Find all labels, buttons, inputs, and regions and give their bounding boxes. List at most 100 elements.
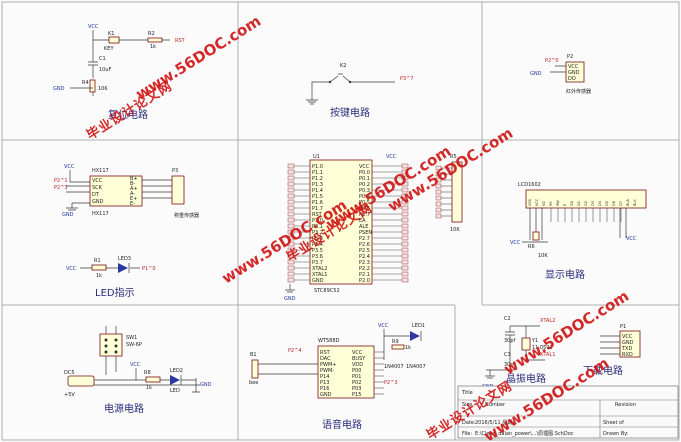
mcu-net-label [401,253,409,259]
wt588d-chip-icon [317,345,375,399]
power-title: 电源电路 [104,402,144,415]
svg-text:Drawn By:: Drawn By: [603,431,629,437]
lcd-pin-label: D1 [577,201,581,206]
crystal-title: 晶振电路 [506,372,546,385]
reset-title: 复位电路 [108,108,148,121]
svg-text:10K: 10K [538,253,548,259]
svg-text:LED: LED [170,388,180,394]
watermark-url: www.56DOC.com [501,287,633,379]
mcu-net-label [401,235,409,241]
voice-left-pin-label: P13 [320,380,329,386]
svg-text:C2: C2 [504,316,511,322]
lcd-pin-label: E [563,204,567,206]
crystal-circuit: C2 30pf XTAL2 Y1 11.0592 XTAL1 C3 30pf G… [482,316,555,390]
svg-text:DC5: DC5 [64,370,75,376]
mcu-left-pin-label: XTAL2 [312,266,327,272]
svg-text:1k: 1k [150,44,156,50]
lcd-pin-label: VO [542,201,546,206]
svg-text:SW1: SW1 [126,335,137,341]
title-block: Title Size Number Revision Date: 2016/5/… [457,385,679,439]
mcu-net-label [287,181,295,187]
svg-text:GND: GND [200,382,212,388]
reset-vcc: VCC [88,24,99,30]
mcu-left-pin-label: P1.3 [312,182,323,188]
svg-text:GND: GND [92,199,104,205]
led1-diode-icon [410,331,420,341]
r5-net-label [435,189,442,195]
resistor-r8-icon [145,376,161,383]
mcu-net-label [401,211,409,217]
svg-text:2016/5/11 星期三: 2016/5/11 星期三 [475,420,517,426]
voice-left-pin-label: P16 [320,386,329,392]
mcu-left-pin-label: P3.5 [312,248,323,254]
mcu-net-label [401,169,409,175]
svg-text:R1: R1 [94,258,101,264]
svg-text:称重传感器: 称重传感器 [174,212,199,219]
mcu-right-pin-label: PSEN [359,230,372,236]
svg-text:LED1: LED1 [412,323,425,329]
svg-text:Date:: Date: [462,420,476,426]
r5-net-label [435,213,442,219]
dc-jack-icon [67,375,95,387]
voice-left-pin-label: RST [320,350,331,356]
mcu-left-pin-label: RST [312,212,323,218]
mcu-right-pin-label: P2.1 [359,272,370,278]
mcu-net-label [287,235,295,241]
lcd-pin-label: D7 [619,201,623,206]
svg-text:+5V: +5V [64,392,75,398]
mcu-right-pin-label: P2.6 [359,242,370,248]
svg-text:LED2: LED2 [170,368,183,374]
mcu-right-pin-label: P0.0 [359,170,370,176]
mcu-left-pin-label: P3.1 [312,224,323,230]
mcu-net-label [287,175,295,181]
mcu-right-pin-label: P2.2 [359,266,370,272]
weighing-circuit: HX117 VCC SCK DT GND B+ B- A+ A- E+ E- H… [54,164,199,219]
r5-net-label [435,207,442,213]
mcu-net-label [401,229,409,235]
mcu-net-label [287,259,295,265]
svg-text:A-: A- [130,191,135,197]
mcu-net-label [401,199,409,205]
led-title: LED指示 [95,286,135,299]
svg-text:VCC: VCC [130,362,141,368]
mcu-net-label [401,241,409,247]
mcu-net-label [287,193,295,199]
svg-text:红外传感器: 红外传感器 [566,88,591,95]
mcu-right-pin-label: P0.3 [359,188,370,194]
svg-text:DO: DO [568,76,576,82]
svg-text:VCC: VCC [626,236,637,242]
svg-text:P2^4: P2^4 [288,348,302,354]
reset-circuit: VCC K1 KEY R2 1k RST C1 10uF R4 10K GND … [53,24,186,121]
mcu-right-pin-label: P0.7 [359,212,370,218]
hx117-chip-icon [89,175,143,207]
download-title: 下载电路 [583,364,623,377]
svg-text:P2: P2 [567,54,573,60]
p3-connector-icon [171,175,185,205]
mcu-net-label [401,247,409,253]
mcu-net-label [401,277,409,283]
mcu-left-pin-label: P3.3 [312,236,323,242]
svg-text:GND: GND [53,86,65,92]
voice-right-pin-label: BUSY [352,356,366,362]
voice-right-pin-label: P00 [352,368,361,374]
svg-text:Sheet of: Sheet of [603,420,624,426]
svg-text:30pf: 30pf [504,338,516,344]
r6-resistor-icon [532,231,540,241]
mcu-right-pin-label: P2.3 [359,260,370,266]
r5-net-label [435,195,442,201]
mcu-left-pin-label: P3.7 [312,260,323,266]
svg-text:P3: P3 [172,168,178,174]
r5-net-label [435,201,442,207]
voice-right-pin-label: VCC [352,350,363,356]
lcd-pin-label: BLK [633,199,637,206]
mcu-right-pin-label: P2.0 [359,278,370,284]
svg-text:P1^0: P1^0 [142,266,156,272]
led2-diode-icon [170,375,180,385]
power-circuit: SW1 SW-6P DC5 +5V VCC R8 1k LED2 LED GND… [64,326,212,415]
svg-text:P2^0: P2^0 [545,58,559,64]
ir-sensor-circuit: P2 VCC GND DO GND P2^0 红外传感器 [530,54,591,95]
svg-text:XTAL1: XTAL1 [540,352,555,358]
r5-net-label [435,171,442,177]
